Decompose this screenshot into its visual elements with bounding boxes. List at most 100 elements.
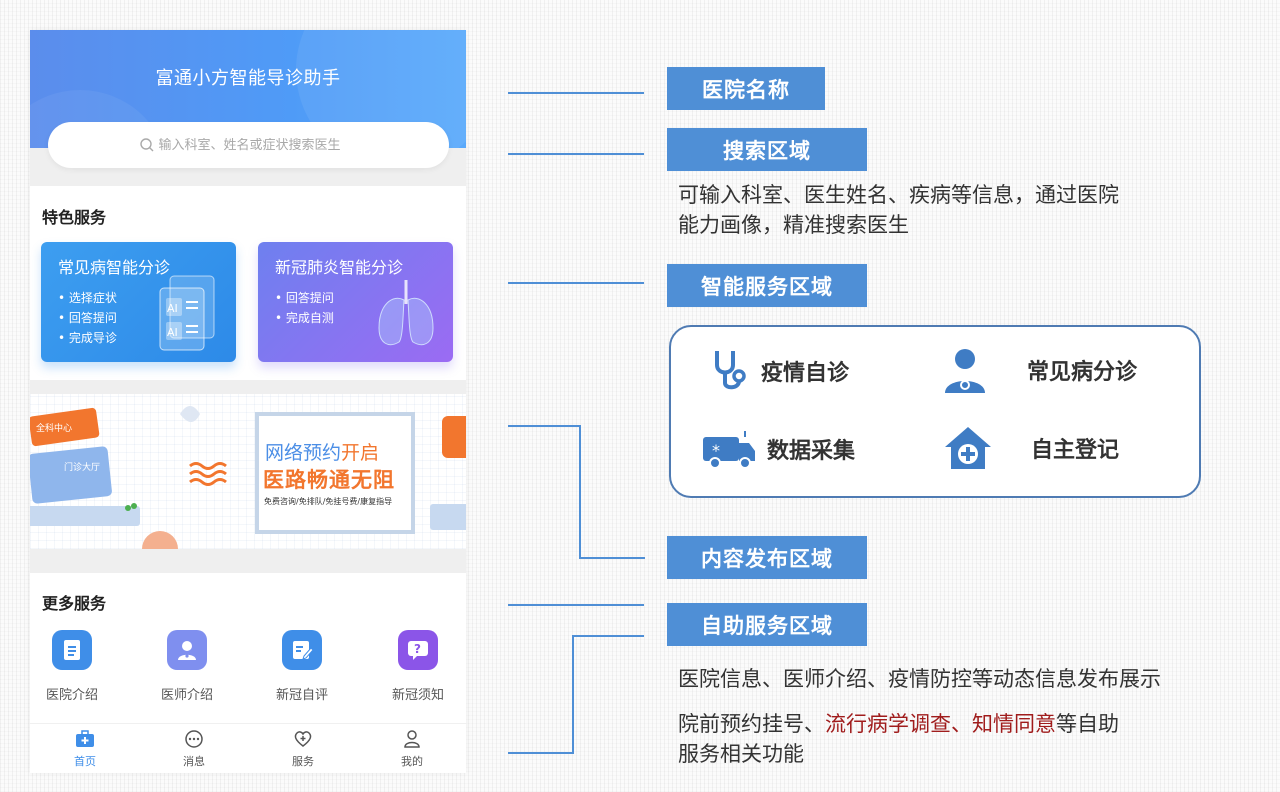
tab-profile[interactable]: 我的 [382,730,442,769]
card-step: 完成自测 [275,308,334,328]
search-description: 可输入科室、医生姓名、疾病等信息，通过医院 能力画像，精准搜索医生 [678,180,1119,240]
service-doctor-intro[interactable]: 医师介绍 [142,630,232,703]
self-desc-line-1: 院前预约挂号、流行病学调查、知情同意等自助 [678,709,1119,739]
message-icon [185,730,203,748]
home-medkit-icon [76,730,94,747]
search-input[interactable] [158,137,359,153]
smart-service-item: 疫情自诊 [711,349,849,393]
tag-smart-area: 智能服务区域 [667,264,867,307]
ai-badge-text: AI [167,326,178,339]
divider [30,380,466,395]
hospital-doc-icon [52,630,92,670]
house-cross-icon [945,427,991,469]
tag-content-area: 内容发布区域 [667,536,867,579]
card-title: 新冠肺炎智能分诊 [275,258,404,277]
tab-label: 我的 [401,755,423,768]
tag-search-area: 搜索区域 [667,128,867,171]
service-covid-notice[interactable]: ? 新冠须知 [373,630,463,703]
smart-service-label: 数据采集 [767,439,856,464]
connector-line [508,282,644,284]
service-label: 医院介绍 [45,688,98,703]
user-icon [404,730,420,748]
tab-messages[interactable]: 消息 [164,730,224,769]
content-description: 医院信息、医师介绍、疫情防控等动态信息发布展示 [678,667,1161,691]
smart-service-item: 自主登记 [943,425,1119,471]
service-label: 医师介绍 [160,688,213,703]
banner-subtext: 免费咨询/免排队/免挂号费/康复指导 [264,497,393,506]
banner-headline: 网络预约开启 [265,438,379,465]
banner-headline-a: 网络预约 [265,442,342,464]
self-desc-line-2: 服务相关功能 [678,742,804,766]
card-steps: 回答提问 完成自测 [275,288,334,328]
connector-line [508,153,644,155]
card-step: 选择症状 [58,288,117,308]
doctor-icon [945,349,985,393]
more-heading: 更多服务 [42,594,107,613]
ai-tablet-icon: AI AI [159,275,215,351]
self-desc-text: 院前预约挂号、 [678,712,825,736]
connector-line [572,635,644,637]
self-desc-text: 等自助 [1056,712,1119,736]
self-desc-highlight: 流行病学调查 [825,712,951,736]
lungs-icon [378,280,434,346]
svg-text:?: ? [414,642,421,656]
card-title: 常见病智能分诊 [58,258,171,277]
tab-services[interactable]: 服务 [273,730,333,769]
search-icon [139,138,153,152]
smart-service-item: 常见病分诊 [943,347,1137,393]
banner-frame [255,412,415,534]
service-hospital-intro[interactable]: 医院介绍 [30,630,117,703]
card-common-triage[interactable]: 常见病智能分诊 选择症状 回答提问 完成导诊 AI AI [41,242,236,362]
search-bar[interactable] [48,122,449,168]
promo-banner[interactable]: 全科中心 门诊大厅 网络预约开启 医路畅通无阻 免费咨询/免排队/免挂号费/康复… [30,394,466,549]
banner-tag-general: 全科中心 [36,424,73,434]
card-covid-triage[interactable]: 新冠肺炎智能分诊 回答提问 完成自测 [258,242,453,362]
smart-service-label: 自主登记 [1031,438,1120,463]
tag-self-service-area: 自助服务区域 [667,603,867,646]
banner-tag-clinic: 门诊大厅 [64,463,101,473]
tab-label: 服务 [292,755,314,768]
service-label: 新冠须知 [391,688,444,703]
service-heart-icon [294,731,312,747]
banner-slogan: 医路畅通无阻 [263,468,395,492]
card-step: 完成导诊 [58,328,117,348]
card-steps: 选择症状 回答提问 完成导诊 [58,288,117,348]
connector-line [579,557,645,559]
doctor-icon [167,630,207,670]
search-desc-line: 能力画像，精准搜索医生 [678,213,909,237]
self-desc-highlight: 知情同意 [972,712,1056,736]
card-step: 回答提问 [58,308,117,328]
service-label: 新冠自评 [275,688,328,703]
banner-headline-b: 开启 [341,442,380,464]
svg-text:*: * [712,441,720,460]
edit-form-icon [282,630,322,670]
tab-home[interactable]: 首页 [55,730,115,769]
connector-line [508,752,574,754]
stethoscope-icon [715,351,746,390]
connector-line [579,425,581,559]
tab-label: 消息 [183,755,205,768]
smart-service-label: 常见病分诊 [1027,360,1138,385]
tag-hospital-name: 医院名称 [667,67,825,110]
ai-badge-text: AI [167,302,178,315]
tab-bar: 首页 消息 服务 我的 [30,723,466,773]
app-title: 富通小方智能导诊助手 [155,68,341,89]
ambulance-icon: * [703,431,755,469]
service-covid-self-eval[interactable]: 新冠自评 [257,630,347,703]
connector-line [508,425,580,427]
card-step: 回答提问 [275,288,334,308]
smart-services-box: 疫情自诊 常见病分诊 * 数据采集 自主登记 [669,325,1201,498]
featured-heading: 特色服务 [42,208,107,227]
connector-line [508,604,644,606]
question-icon: ? [398,630,438,670]
phone-mockup: 富通小方智能导诊助手 特色服务 常见病智能分诊 选择症状 回答提问 完成导诊 A… [30,30,466,773]
search-desc-line: 可输入科室、医生姓名、疾病等信息，通过医院 [678,183,1119,207]
connector-line [508,92,644,94]
self-service-description: 院前预约挂号、流行病学调查、知情同意等自助 服务相关功能 [678,709,1119,769]
banner-illustration [30,406,466,549]
self-desc-separator: 、 [951,712,972,736]
tab-label: 首页 [74,755,96,768]
smart-service-item: * 数据采集 [701,429,855,469]
connector-line [572,635,574,754]
smart-service-label: 疫情自诊 [761,361,850,386]
